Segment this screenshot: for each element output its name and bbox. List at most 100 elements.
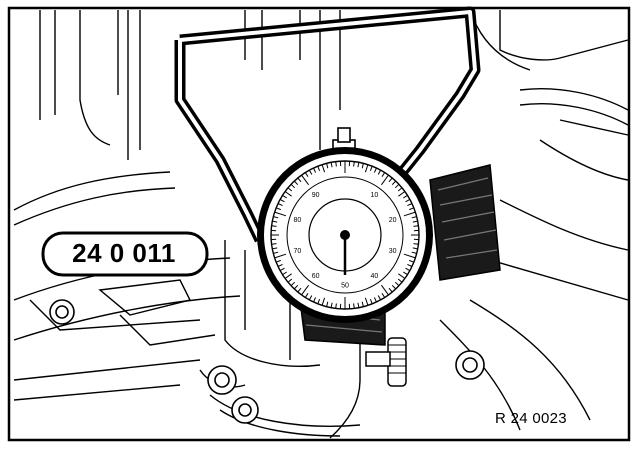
dial-tick (274, 211, 287, 217)
dial-number: 40 (371, 273, 379, 280)
dial-tick (377, 169, 382, 175)
dial-tick (403, 253, 416, 259)
dial-tick (353, 303, 355, 309)
dial-tick (409, 207, 414, 211)
dial-number: 20 (389, 217, 397, 224)
figure-reference: R 24 0023 (495, 410, 567, 427)
dial-number: 70 (294, 248, 302, 255)
dial-tick (391, 180, 397, 186)
dial-tick (279, 198, 285, 203)
dial-tick (313, 167, 317, 173)
dial-tick (388, 287, 393, 293)
dial-tick (326, 301, 329, 307)
dial-tick (391, 284, 397, 290)
dial-tick (397, 278, 403, 283)
dial-tick (277, 263, 283, 267)
dial-tick (364, 297, 369, 306)
dial-tick (364, 164, 369, 173)
dial-tick (273, 216, 279, 219)
dial-tick (290, 183, 296, 189)
bolt-heads (49, 299, 485, 424)
dial-number: 90 (312, 192, 320, 199)
dial-tick (274, 253, 287, 259)
dial-tick (276, 207, 281, 211)
dial-tick (381, 172, 386, 177)
dial-tick (304, 293, 309, 298)
dial-tick (277, 203, 283, 207)
dial-tick (271, 225, 277, 227)
dial-tick (321, 164, 326, 173)
dial-tick (412, 220, 418, 223)
dial-number: 80 (294, 217, 302, 224)
dial-tick (282, 194, 287, 199)
dial-tick (361, 301, 364, 307)
dial-tick (353, 161, 355, 167)
dial-tick (301, 174, 310, 186)
dial-tick (380, 284, 389, 296)
dial-tick (276, 259, 281, 263)
dial-tick (282, 271, 287, 276)
dial-tick (317, 166, 321, 171)
dial-tick (394, 183, 400, 189)
dial-tick (313, 297, 317, 303)
dial-tick (273, 251, 279, 254)
dial-number: 50 (341, 283, 349, 290)
dial-tick (287, 278, 293, 283)
dial-tick (403, 271, 408, 276)
dial-scale-ticks (271, 161, 419, 309)
dial-number: 30 (389, 248, 397, 255)
dial-tick (405, 267, 411, 272)
dial-tick (413, 225, 419, 227)
dial-tick (272, 247, 278, 250)
dial-tick (293, 284, 299, 290)
dial-tick (304, 172, 309, 177)
tool-number-label: 24 0 011 (72, 238, 176, 268)
dial-tick (412, 247, 418, 250)
dial-tick (308, 169, 313, 175)
dial-tick (377, 295, 382, 301)
dial-tick (335, 303, 337, 309)
dial-tick (272, 220, 278, 223)
dial-tick (373, 167, 377, 173)
dial-tick (409, 259, 414, 263)
dial-tick (317, 299, 321, 304)
dial-tick (413, 243, 419, 245)
dial-tick (388, 177, 393, 183)
dial-tick (405, 198, 411, 203)
dial-tick (357, 302, 360, 308)
dial-tick (381, 293, 386, 298)
dial-tick (373, 297, 377, 303)
dial-tick (380, 174, 389, 186)
dial-number: 60 (312, 273, 320, 280)
dial-tick (398, 191, 406, 197)
dial-tick (297, 177, 302, 183)
dial-tick (403, 194, 408, 199)
engine-housing (13, 9, 629, 439)
adjust-screw (365, 337, 407, 387)
dial-tick (369, 299, 373, 304)
dial-tick (287, 187, 293, 192)
dial-tick (330, 162, 333, 168)
dial-tick (284, 191, 292, 197)
dial-tick (326, 163, 329, 169)
gauge-bracket (174, 6, 481, 243)
dial-tick (301, 284, 310, 296)
dial-tick (335, 161, 337, 167)
dial-tick (397, 187, 403, 192)
dial-tick (330, 302, 333, 308)
dial-tick (279, 267, 285, 272)
dial-tick (357, 162, 360, 168)
dial-tick (271, 243, 277, 245)
dial-tick (308, 295, 313, 301)
dial-tick (398, 273, 406, 279)
dial-tick (394, 281, 400, 287)
dial-tick (411, 216, 417, 219)
dial-tick (361, 163, 364, 169)
dial-tick (297, 287, 302, 293)
dial-tick (321, 297, 326, 306)
tool-callout-frame (41, 231, 209, 277)
dial-tick (284, 273, 292, 279)
